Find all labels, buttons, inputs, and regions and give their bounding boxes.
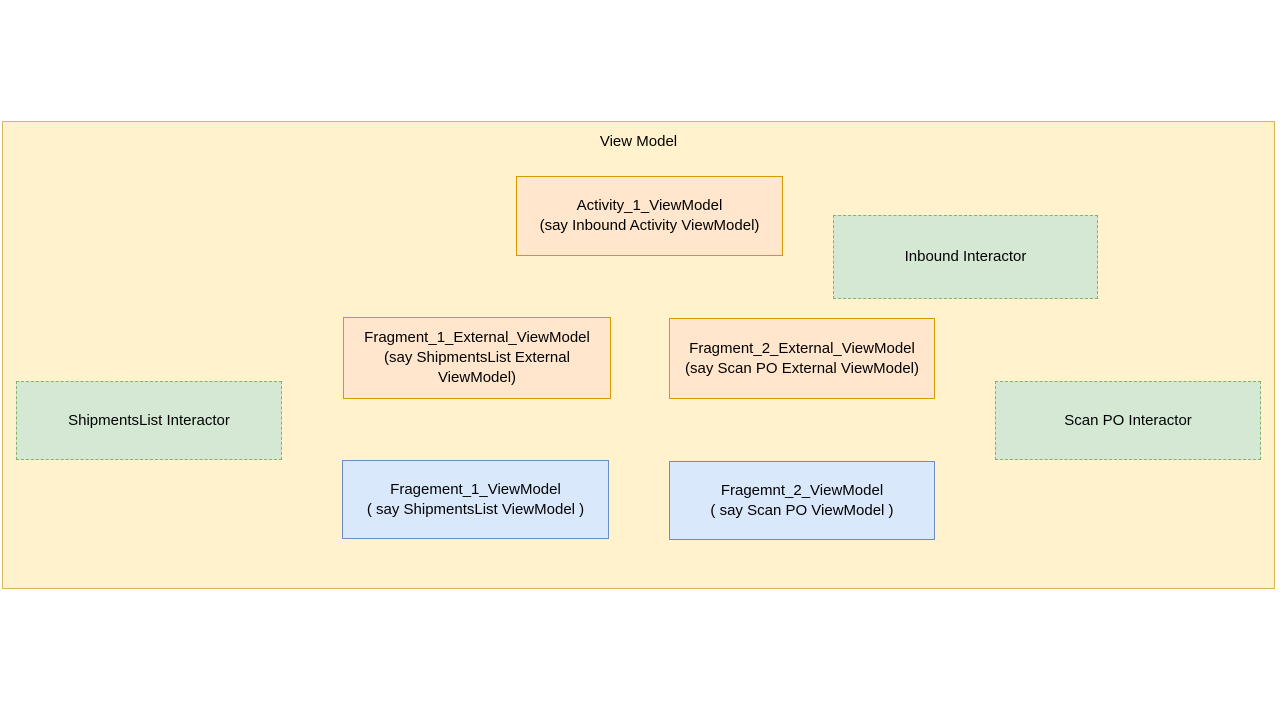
box-fragment-2-viewmodel: Fragemnt_2_ViewModel ( say Scan PO ViewM…: [669, 461, 935, 540]
box-fragment-1-external-viewmodel: Fragment_1_External_ViewModel (say Shipm…: [343, 317, 611, 399]
box-fragment-2-external-viewmodel: Fragment_2_External_ViewModel (say Scan …: [669, 318, 935, 399]
box-activity-1-viewmodel: Activity_1_ViewModel (say Inbound Activi…: [516, 176, 783, 256]
box-sublabel: ( say Scan PO ViewModel ): [710, 501, 894, 519]
box-sublabel: ( say ShipmentsList ViewModel ): [366, 500, 585, 518]
box-label: ShipmentsList Interactor: [68, 411, 230, 429]
box-scan-po-interactor: Scan PO Interactor: [995, 381, 1261, 460]
box-label: Fragemnt_2_ViewModel: [720, 481, 884, 499]
box-inbound-interactor: Inbound Interactor: [833, 215, 1098, 299]
box-label: Fragement_1_ViewModel: [390, 480, 561, 498]
box-label: Fragment_2_External_ViewModel: [689, 339, 915, 357]
box-label: Activity_1_ViewModel: [576, 197, 723, 214]
view-model-container-title: View Model: [599, 133, 678, 150]
box-sublabel: (say Scan PO External ViewModel): [685, 359, 919, 377]
box-label: Fragment_1_External_ViewModel: [364, 329, 590, 346]
box-label: Inbound Interactor: [904, 248, 1027, 265]
box-fragment-1-viewmodel: Fragement_1_ViewModel ( say ShipmentsLis…: [342, 460, 609, 539]
box-sublabel: (say ShipmentsList External ViewModel): [384, 349, 570, 386]
box-sublabel: (say Inbound Activity ViewModel): [539, 217, 760, 234]
box-label: Scan PO Interactor: [1064, 411, 1192, 429]
box-shipmentslist-interactor: ShipmentsList Interactor: [16, 381, 282, 460]
